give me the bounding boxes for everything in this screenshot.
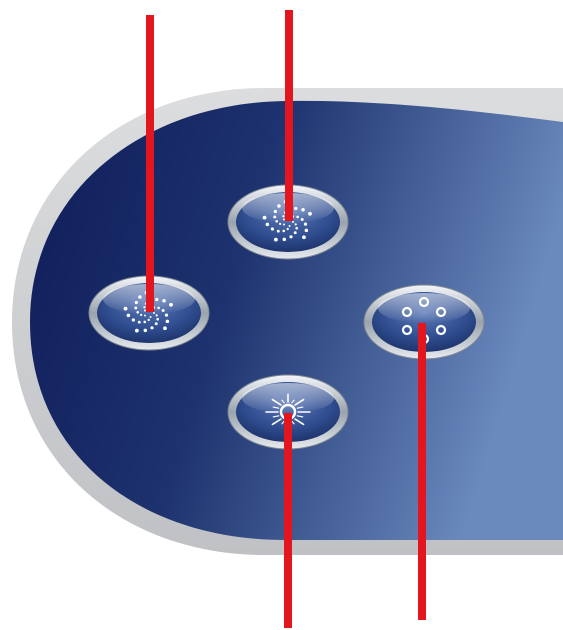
- swirl-dot: [156, 317, 159, 321]
- swirl-dot: [137, 320, 141, 324]
- swirl-dot: [289, 235, 293, 239]
- swirl-dot: [123, 306, 128, 311]
- swirl-dot: [165, 319, 170, 324]
- swirl-dot: [296, 215, 299, 219]
- sun-ray: [271, 418, 282, 426]
- swirl-dot: [273, 209, 277, 214]
- swirl-dot: [134, 328, 139, 333]
- swirl-dot: [153, 312, 155, 314]
- swirl-dot: [169, 302, 173, 307]
- swirl-dot: [162, 299, 166, 303]
- swirl-dot: [288, 225, 291, 228]
- swirl-dot: [294, 206, 298, 211]
- callout-lines: [146, 10, 426, 628]
- sun-ray: [291, 420, 295, 425]
- swirl-dot: [143, 314, 146, 317]
- jets-2-button[interactable]: [227, 184, 349, 260]
- swirl-dot: [143, 320, 147, 324]
- swirl-dot: [147, 318, 150, 322]
- sun-ray: [281, 399, 285, 404]
- swirl-dot: [302, 235, 306, 240]
- swirl-dot: [282, 237, 287, 242]
- swirl-dot: [140, 313, 143, 317]
- sun-ray: [294, 418, 305, 426]
- swirl-dot: [270, 227, 274, 231]
- sun-ray: [291, 399, 295, 404]
- swirl-dot: [308, 211, 312, 216]
- swirl-dot: [154, 322, 158, 326]
- sun-ray: [281, 420, 285, 425]
- swirl-dot: [295, 226, 298, 230]
- swirl-dot: [292, 221, 294, 223]
- jets-1-button[interactable]: [88, 275, 210, 351]
- swirl-dot: [279, 222, 282, 226]
- swirl-dot: [277, 204, 281, 208]
- swirl-dot: [282, 218, 285, 221]
- swirl-dot: [155, 314, 158, 317]
- swirl-dot: [275, 220, 278, 223]
- swirl-dot: [143, 309, 146, 312]
- swirl-dot: [262, 215, 267, 220]
- swirl-dot: [138, 295, 142, 299]
- swirl-dot: [294, 223, 297, 226]
- swirl-dot: [143, 328, 148, 333]
- swirl-dot: [161, 309, 165, 312]
- swirl-dot: [131, 318, 135, 322]
- sun-ray: [272, 406, 280, 409]
- swirl-dot: [126, 313, 131, 318]
- callout-line-light: [284, 413, 292, 628]
- swirl-dot: [286, 227, 289, 231]
- swirl-dot: [293, 231, 297, 235]
- sun-ray: [296, 406, 304, 409]
- swirl-dot: [150, 326, 154, 330]
- swirl-dot: [273, 215, 277, 219]
- swirl-dot: [301, 208, 305, 212]
- light-sun-icon: [265, 393, 311, 431]
- swirl-dot: [273, 237, 278, 242]
- swirl-dot: [282, 229, 286, 233]
- light-button[interactable]: [227, 374, 349, 450]
- swirl-dot: [157, 306, 160, 310]
- swirl-dot: [282, 215, 285, 218]
- swirl-dot: [155, 297, 159, 302]
- sun-ray: [271, 398, 282, 406]
- swirl-dot: [265, 222, 270, 227]
- callout-line-jets-1: [146, 15, 154, 312]
- swirl-dot: [164, 313, 169, 317]
- swirl-dot: [300, 218, 304, 221]
- sun-ray: [296, 415, 304, 418]
- blower-bubbles-icon: [401, 296, 447, 345]
- swirl-dot: [134, 300, 138, 305]
- callout-line-jets-2: [285, 10, 293, 221]
- blower-button[interactable]: [363, 284, 485, 360]
- swirl-dot: [163, 326, 167, 331]
- swirl-dot: [282, 223, 285, 226]
- swirl-dot: [276, 229, 280, 233]
- sun-ray: [294, 398, 305, 406]
- swirl-dot: [143, 306, 146, 309]
- swirl-dot: [303, 222, 308, 226]
- sun-ray: [272, 415, 280, 418]
- swirl-dot: [134, 306, 138, 310]
- swirl-dot: [304, 228, 309, 233]
- callout-line-blower: [418, 323, 426, 620]
- panel-face: [30, 100, 563, 541]
- swirl-dot: [136, 311, 139, 314]
- swirl-dot: [149, 316, 152, 319]
